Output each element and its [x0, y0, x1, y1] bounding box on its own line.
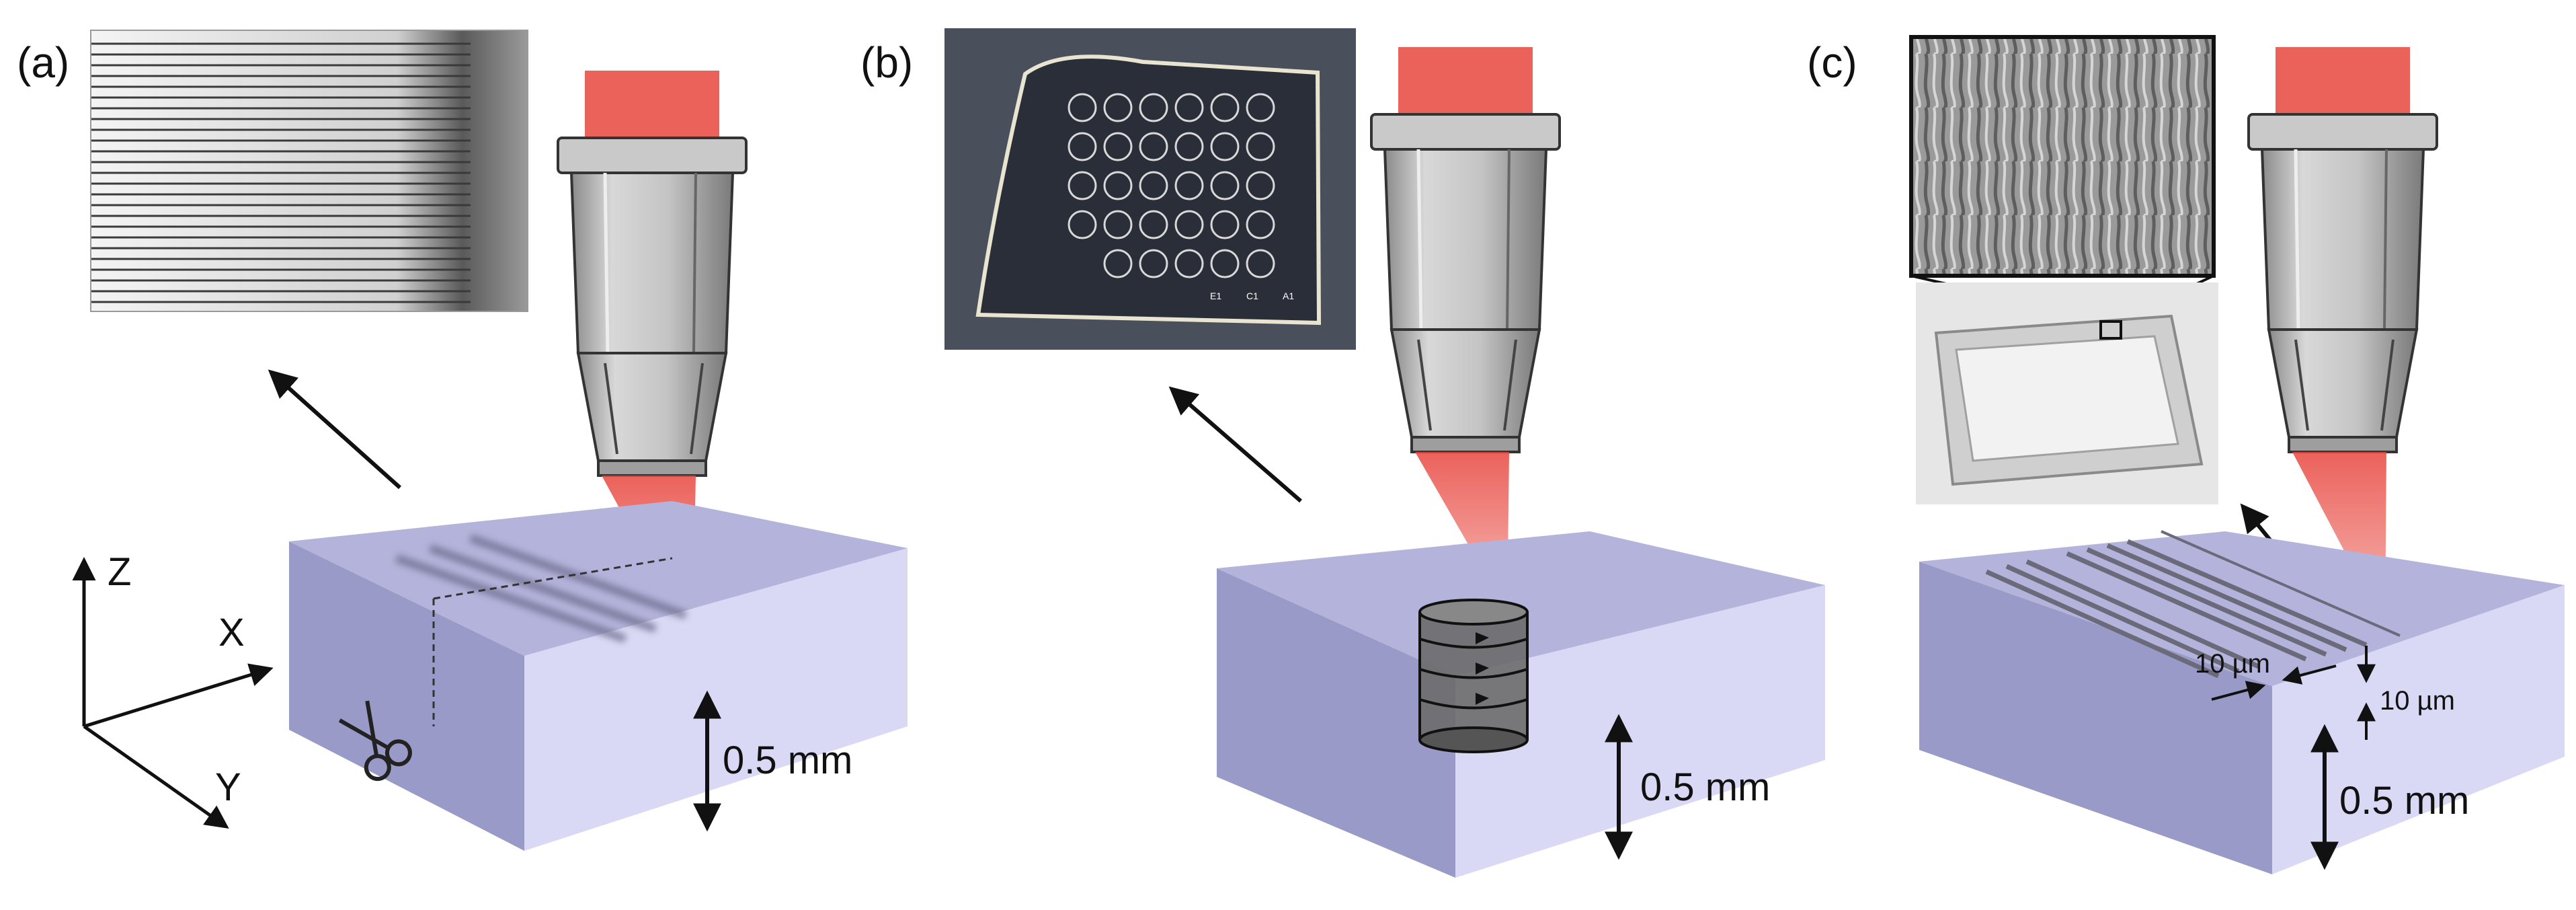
- well-circle: [1246, 132, 1275, 161]
- channel-width-label: 10 µm: [2195, 649, 2270, 679]
- panel-c-thickness-label: 0.5 mm: [2339, 779, 2469, 823]
- well-circle: [1139, 132, 1168, 161]
- panel-c-objective-icon: [2249, 47, 2437, 452]
- well-circle: [1210, 210, 1240, 239]
- panel-b-pointer-arrow: [1168, 386, 1302, 503]
- panel-a-micrograph: [90, 30, 528, 312]
- well-circle: [1174, 171, 1204, 200]
- well-label-e1: E1: [1210, 291, 1221, 301]
- panel-a-thickness-label: 0.5 mm: [723, 738, 852, 782]
- axis-x-label: X: [218, 611, 245, 654]
- panel-b-objective-icon: [1371, 47, 1560, 452]
- spiral-cylinder: [1418, 599, 1529, 753]
- well-circle: [1068, 132, 1097, 161]
- panel-b-photo: E1 C1 A1: [944, 28, 1356, 350]
- scissors-icon: [338, 700, 412, 782]
- axis-z-label: Z: [108, 550, 131, 594]
- well-circle: [1103, 249, 1133, 278]
- well-circle: [1174, 249, 1204, 278]
- well-circle: [1103, 132, 1133, 161]
- channel-height-label: 10 µm: [2380, 686, 2455, 716]
- coordinate-axes: Z X Y: [72, 550, 274, 829]
- well-circle: [1174, 210, 1204, 239]
- panel-b: (b) E1 C1 A1: [860, 28, 1825, 878]
- panel-b-label: (b): [860, 38, 913, 87]
- well-label-c1: C1: [1246, 291, 1258, 301]
- panel-a: (a) 0.5 mm: [17, 30, 908, 851]
- panel-c-glass-block: [1919, 530, 2565, 874]
- well-circle: [1210, 132, 1240, 161]
- panel-b-glass-block: [1217, 531, 1825, 878]
- well-circle: [1210, 171, 1240, 200]
- panel-a-objective-icon: [558, 71, 746, 476]
- well-circle: [1139, 171, 1168, 200]
- well-circle: [1210, 93, 1240, 122]
- well-circle: [1139, 93, 1168, 122]
- well-circle: [1103, 93, 1133, 122]
- well-circle: [1068, 171, 1097, 200]
- panel-c-label: (c): [1807, 38, 1857, 87]
- well-circle: [1246, 93, 1275, 122]
- well-circle: [1139, 210, 1168, 239]
- well-circle: [1139, 249, 1168, 278]
- axis-y-label: Y: [215, 765, 241, 809]
- well-circle: [1068, 210, 1097, 239]
- well-circle: [1246, 171, 1275, 200]
- well-circle: [1246, 249, 1275, 278]
- well-circle: [1246, 210, 1275, 239]
- well-circle: [1174, 132, 1204, 161]
- well-circle: [1174, 93, 1204, 122]
- panel-a-label: (a): [17, 38, 69, 87]
- well-circle: [1103, 210, 1133, 239]
- panel-a-glass-block: [289, 501, 908, 851]
- panel-c-sem-inset: [1909, 35, 2216, 321]
- well-circle: [1103, 171, 1133, 200]
- panel-c: (c): [1807, 35, 2565, 874]
- panel-c-channel-photo: [1916, 282, 2218, 504]
- well-label-a1: A1: [1283, 291, 1294, 301]
- well-circle: [1068, 93, 1097, 122]
- panel-a-pointer-arrow: [268, 369, 402, 490]
- well-circle: [1210, 249, 1240, 278]
- panel-b-thickness-label: 0.5 mm: [1640, 765, 1770, 809]
